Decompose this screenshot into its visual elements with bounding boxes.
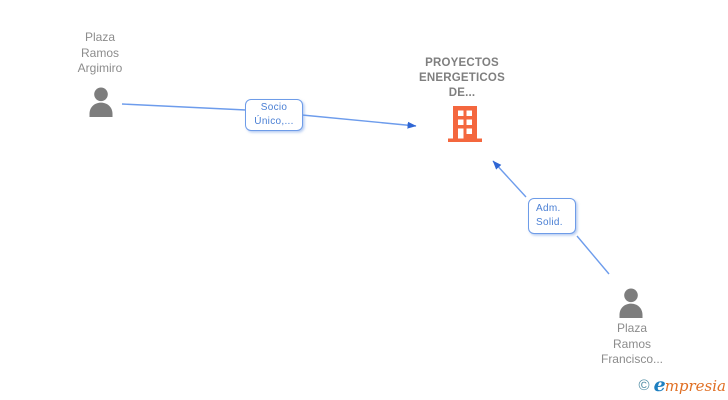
socio-label-line2: Único,...: [254, 116, 294, 127]
logo-wordmark: mpresia: [664, 377, 726, 395]
person2-icon[interactable]: [617, 288, 645, 318]
person2-label-line1: Plaza: [616, 321, 648, 335]
node-person1-label[interactable]: Plaza Ramos Argimiro: [40, 30, 160, 77]
adm-label-line1: Adm.: [536, 203, 561, 214]
person1-label-line2: Ramos: [80, 45, 119, 60]
edge-label-adm-solid[interactable]: Adm. Solid.: [528, 198, 576, 234]
edge-adm-segment-a: [576, 235, 610, 275]
company-label-line1: PROYECTOS: [425, 57, 499, 69]
company-label-line3: DE...: [448, 87, 476, 99]
person1-icon[interactable]: [87, 87, 115, 117]
socio-label-line1: Socio: [260, 102, 288, 113]
edge-socio-segment-a: [121, 103, 247, 111]
edge-label-socio-unico[interactable]: Socio Único,...: [245, 99, 303, 131]
person1-label-line3: Argimiro: [77, 61, 123, 75]
company-building-icon[interactable]: [448, 106, 482, 142]
edge-adm-segment-b-arrow: [492, 160, 527, 198]
logo-initial: e: [653, 374, 666, 396]
person2-label-line2: Ramos: [612, 336, 651, 351]
company-label-line2: ENERGETICOS: [419, 72, 505, 84]
edge-socio-segment-b-arrow: [301, 114, 417, 129]
empresia-logo[interactable]: ©empresia: [639, 374, 726, 396]
person1-label-line1: Plaza: [84, 30, 116, 44]
node-company-label[interactable]: PROYECTOS ENERGETICOS DE...: [392, 56, 532, 101]
adm-label-line2: Solid.: [536, 217, 563, 228]
person2-label-line3: Francisco...: [600, 352, 663, 366]
copyright-icon: ©: [638, 377, 650, 394]
node-person2-label[interactable]: Plaza Ramos Francisco...: [572, 321, 692, 368]
